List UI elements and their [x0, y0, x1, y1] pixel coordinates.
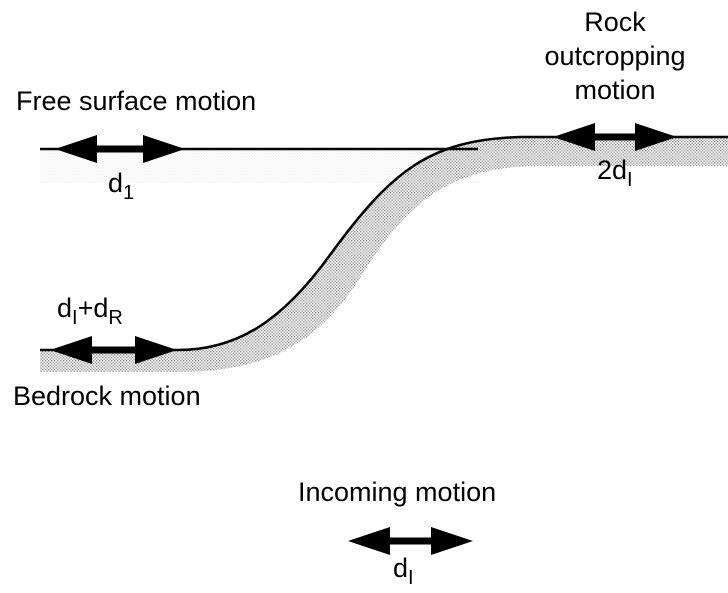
bedrock-boundary-line: [40, 135, 728, 352]
rock-outcropping-motion-label: Rock outcropping motion: [535, 5, 695, 107]
rock-hatch-band: [40, 137, 728, 372]
free-surface-motion-arrow: [55, 135, 185, 163]
incoming-motion-arrow: [348, 527, 473, 555]
rock-outcrop-label-line-3: motion: [574, 75, 656, 105]
bedrock-amplitude: dI+dR: [57, 293, 123, 333]
free-surface-amplitude-sub: 1: [123, 182, 135, 204]
bedrock-amplitude-sub-1: I: [72, 307, 78, 329]
incoming-motion-label: Incoming motion: [298, 477, 497, 507]
free-surface-amplitude-base: d: [108, 168, 124, 198]
bedrock-motion-label: Bedrock motion: [13, 381, 201, 411]
rock-outcrop-amplitude-prefix: 2d: [597, 155, 628, 185]
rock-outcrop-label-line-1: Rock: [584, 7, 646, 37]
free-surface-motion-label: Free surface motion: [16, 86, 257, 116]
bedrock-amplitude-plus: +d: [77, 293, 109, 323]
incoming-amplitude-sub: I: [408, 567, 414, 589]
rock-outcrop-motion-arrow: [553, 123, 677, 151]
incoming-amplitude: dI: [393, 553, 414, 593]
incoming-amplitude-base: d: [393, 553, 409, 583]
bedrock-motion-arrow: [50, 336, 177, 364]
bedrock-amplitude-sub-2: R: [108, 307, 123, 329]
bedrock-amplitude-base-1: d: [57, 293, 73, 323]
rock-outcrop-label-line-2: outcropping: [544, 41, 686, 71]
surface-hatch: [40, 149, 480, 183]
rock-outcrop-amplitude-sub: I: [627, 169, 633, 191]
free-surface-amplitude: d1: [108, 168, 134, 208]
rock-outcrop-amplitude: 2dI: [597, 155, 633, 195]
